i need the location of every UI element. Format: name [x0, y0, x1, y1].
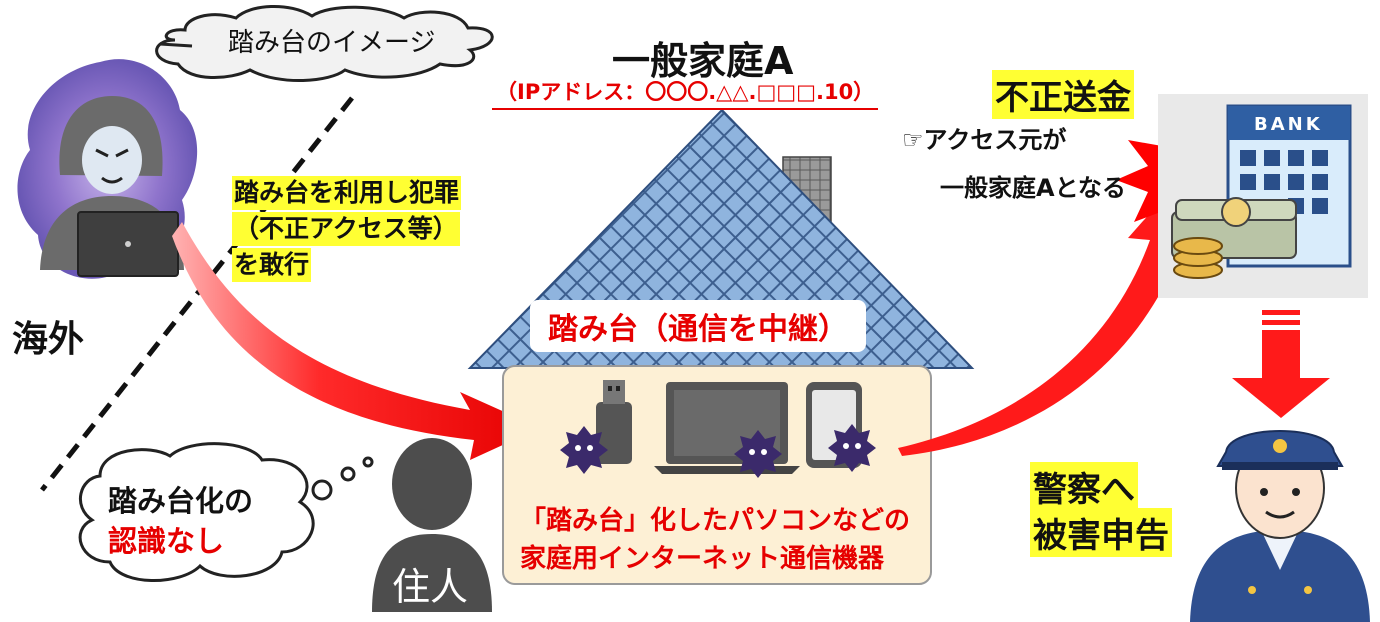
- bank-illustration: [1158, 94, 1368, 298]
- cloud-label: 踏み台のイメージ: [228, 28, 436, 58]
- resident-thought-line-1: 踏み台化の: [108, 484, 254, 518]
- virus-icon: [560, 426, 608, 474]
- police-officer-illustration: [1190, 430, 1370, 622]
- resident-thought-bubble: [78, 442, 374, 582]
- border-divider-line: [40, 96, 354, 492]
- virus-icon: [734, 430, 782, 478]
- devices-caption-line-1: 「踏み台」化したパソコンなどの: [520, 506, 911, 536]
- attacker-text-line-2: （不正アクセス等）: [232, 212, 460, 246]
- laptop-device-icon: [654, 382, 800, 474]
- virus-icon: [828, 424, 876, 472]
- house-relay-label: 踏み台（通信を中継）: [530, 300, 866, 352]
- report-arrow: [1232, 310, 1330, 418]
- resident-label: 住人: [392, 565, 469, 609]
- household-title: 一般家庭A: [612, 39, 794, 83]
- resident-silhouette: [372, 438, 492, 612]
- report-text-line-1: 警察へ: [1030, 462, 1138, 511]
- attacker-text-line-1: 踏み台を利用し犯罪: [232, 176, 462, 210]
- bank-sign: BANK: [1254, 114, 1323, 135]
- household-ip-address: （IPアドレス：〇〇〇.△△.□□□.10）: [492, 76, 879, 110]
- resident-thought-line-2: 認識なし: [108, 524, 225, 558]
- attack-arrow: [172, 222, 540, 460]
- devices-caption-line-2: 家庭用インターネット通信機器: [520, 544, 885, 574]
- hacker-illustration: [17, 59, 198, 279]
- fraud-note-line-2: 一般家庭Aとなる: [940, 174, 1126, 202]
- attacker-text-line-3: を敢行: [232, 248, 312, 282]
- fraud-note-line-1: ☞アクセス元が: [902, 126, 1067, 154]
- report-text-line-2: 被害申告: [1030, 508, 1172, 557]
- overseas-label: 海外: [12, 319, 85, 360]
- image-cloud-shape: [155, 5, 494, 83]
- fraud-transfer-label: 不正送金: [992, 70, 1134, 119]
